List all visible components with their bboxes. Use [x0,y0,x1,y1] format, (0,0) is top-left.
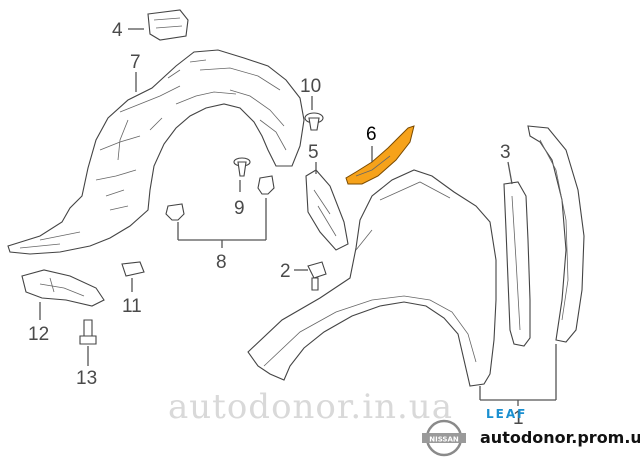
callout-9: 9 [234,198,245,219]
callout-13: 13 [76,368,97,389]
callout-8: 8 [216,252,227,273]
part-3-seal [503,181,531,347]
part-9-screw [233,157,251,177]
part-6-highlighted-bracket [345,125,415,185]
outer-panel [527,125,585,343]
callout-11: 11 [122,296,142,317]
nissan-logo-text: NISSAN [429,436,459,444]
part-4-clip [147,9,189,41]
part-2-bolt [307,261,327,291]
part-1-fender [247,169,497,387]
callout-12: 12 [28,324,49,345]
part-5-bracket [305,169,349,251]
part-13-bolt [79,319,97,345]
model-name: LEAF [486,407,528,421]
part-11-nut [121,261,145,277]
part-12-bracket [21,269,105,307]
site-caption: autodonor.prom.ua [480,428,640,447]
callout-5: 5 [308,142,319,163]
callout-4: 4 [112,20,123,41]
part-8-fasteners [165,175,275,221]
callout-3: 3 [500,142,511,163]
callout-10: 10 [300,76,321,97]
callout-7: 7 [130,52,141,73]
part-10-clip [304,112,324,131]
callout-2: 2 [280,261,291,282]
watermark: autodonor.in.ua [168,387,453,427]
callout-1: 1 [513,408,524,429]
callout-6: 6 [366,124,377,145]
nissan-logo: NISSAN [422,419,466,457]
leader-lines [39,28,557,406]
wheel-arch-liner [7,49,305,255]
